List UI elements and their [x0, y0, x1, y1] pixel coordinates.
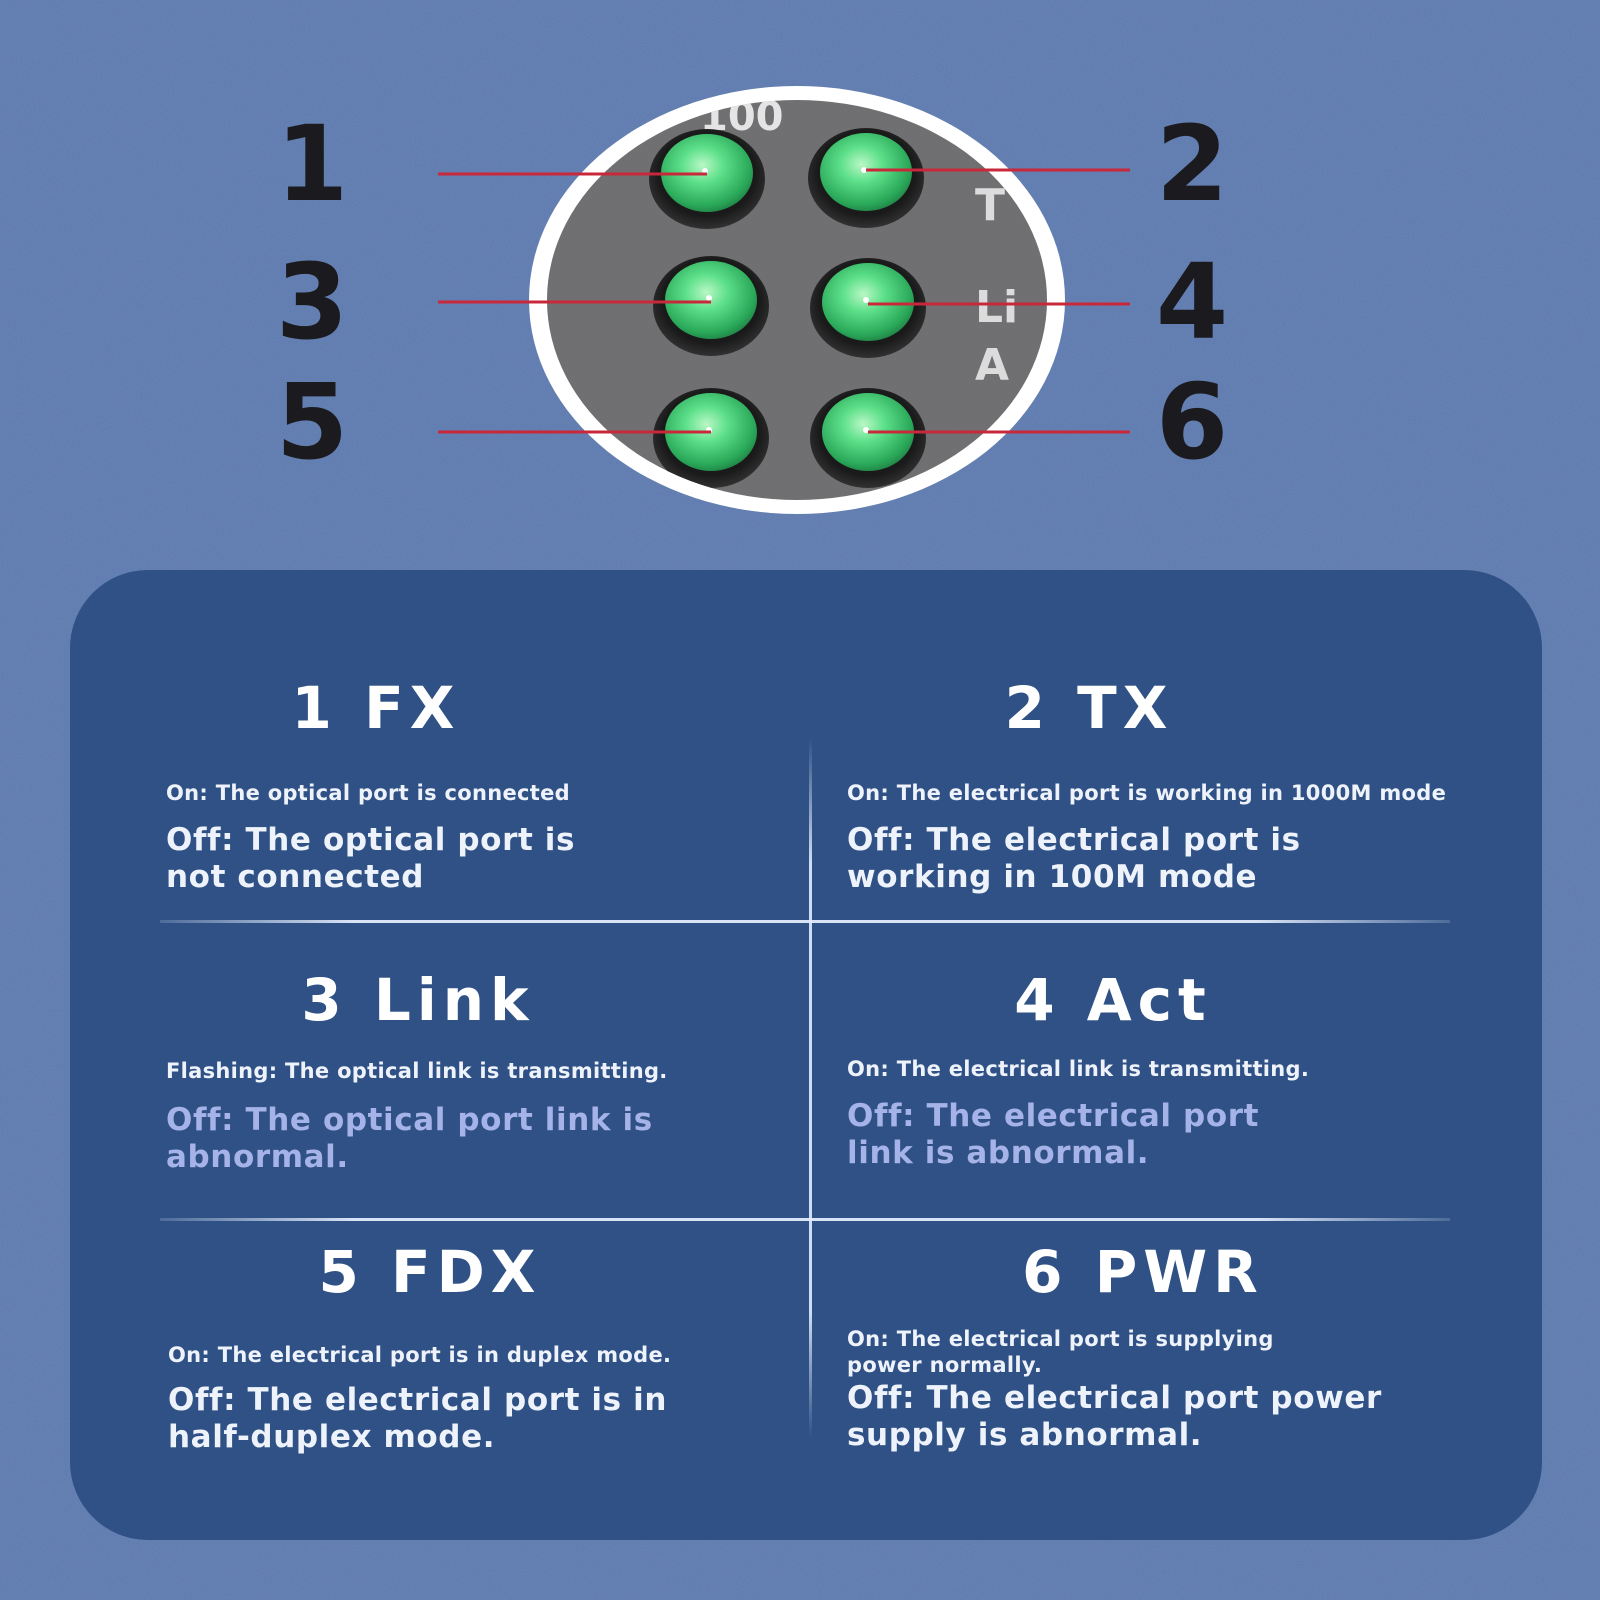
indicator-title: 6 PWR — [1022, 1238, 1264, 1306]
led-glint — [863, 297, 869, 303]
indicator-title: 3 Link — [301, 966, 535, 1034]
indicator-title: 1 FX — [291, 674, 461, 742]
indicator-title: 5 FDX — [318, 1238, 542, 1306]
callout-number-6: 6 — [1155, 361, 1229, 483]
indicator-on-text: On: The electrical port is working in 10… — [847, 781, 1447, 805]
callout-number-1: 1 — [275, 103, 349, 225]
indicator-off-text: Off: The electrical port link is abnorma… — [847, 1098, 1260, 1171]
indicator-off-text: Off: The electrical port is in half-dupl… — [168, 1382, 667, 1455]
indicator-off-text: Off: The electrical port is working in 1… — [847, 822, 1301, 895]
indicator-on-text: On: The optical port is connected — [166, 781, 571, 805]
legend-panel — [70, 570, 1542, 1540]
indicator-on-text: Flashing: The optical link is transmitti… — [166, 1059, 668, 1083]
led-photo-diagram: 100 T Li A — [438, 86, 1130, 514]
callout-number-5: 5 — [275, 361, 349, 483]
panel-label-fragment: A — [975, 340, 1009, 391]
indicator-title: 2 TX — [1004, 674, 1174, 742]
row-divider — [160, 920, 1450, 923]
row-divider — [160, 1218, 1450, 1221]
panel-label-fragment: T — [975, 180, 1005, 231]
indicator-on-text: On: The electrical port is in duplex mod… — [168, 1343, 672, 1367]
callout-number-4: 4 — [1155, 241, 1229, 363]
indicator-title: 4 Act — [1014, 966, 1212, 1034]
indicator-off-text: Off: The electrical port power supply is… — [847, 1380, 1382, 1453]
led-glint — [861, 167, 867, 173]
panel-label-fragment: Li — [975, 282, 1018, 333]
indicator-on-text: On: The electrical link is transmitting. — [847, 1057, 1310, 1081]
callout-number-3: 3 — [275, 241, 349, 363]
column-divider — [809, 738, 812, 1438]
led-glint — [863, 427, 869, 433]
led-glint — [706, 295, 712, 301]
indicator-off-text: Off: The optical port link is abnormal. — [166, 1102, 653, 1175]
indicator-off-text: Off: The optical port is not connected — [166, 822, 576, 895]
indicator-on-text: On: The electrical port is supplying pow… — [847, 1327, 1274, 1377]
callout-number-2: 2 — [1155, 103, 1229, 225]
